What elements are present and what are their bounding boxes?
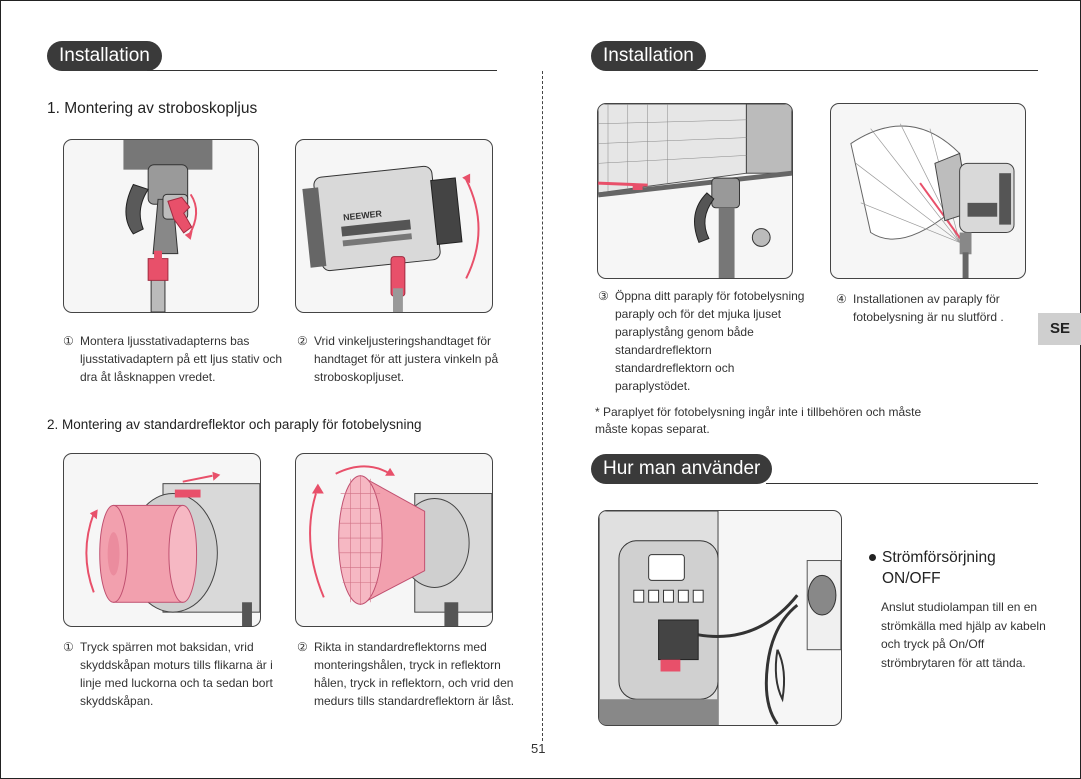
power-title: Strömförsörjning ON/OFF xyxy=(869,547,996,589)
figure-umbrella-complete xyxy=(830,103,1026,279)
step4-caption: ② Rikta in standardreflektorns med monte… xyxy=(297,638,517,710)
power-description: Anslut studiolampan till en en strömkäll… xyxy=(881,600,1046,670)
usage-header-title: Hur man använder xyxy=(591,454,773,484)
left-header-title: Installation xyxy=(47,41,162,71)
language-tab: SE xyxy=(1038,313,1081,345)
step2-text: Vrid vinkeljusteringshandtaget för handt… xyxy=(314,334,499,384)
figure-umbrella-insert xyxy=(597,103,793,279)
power-title-line1: Strömförsörjning xyxy=(882,549,996,566)
step5-caption: ③ Öppna ditt paraply för fotobelysning p… xyxy=(598,287,810,395)
step3-caption: ① Tryck spärren mot baksidan, vrid skydd… xyxy=(63,638,283,710)
section1-title: 1. Montering av stroboskopljus xyxy=(47,100,258,117)
reflector-illustration xyxy=(309,465,492,626)
section2-title: 2. Montering av standardreflektor och pa… xyxy=(47,417,422,432)
right-header-title: Installation xyxy=(591,41,706,71)
step5-text: Öppna ditt paraply för fotobelysning par… xyxy=(615,289,805,393)
step3-text: Tryck spärren mot baksidan, vrid skyddsk… xyxy=(80,640,273,708)
left-section-header: Installation xyxy=(47,41,497,73)
step4-number: ② xyxy=(297,640,308,654)
strobe-angle-illustration: NEEWER xyxy=(302,165,480,312)
usage-section-header: Hur man använder xyxy=(591,454,1038,486)
step1-text: Montera ljusstativadapterns bas ljusstat… xyxy=(80,334,283,384)
umbrella-insert-illustration xyxy=(598,104,792,278)
step1-caption: ① Montera ljusstativadapterns bas ljusst… xyxy=(63,332,283,386)
page-number: 51 xyxy=(531,741,546,756)
figure-remove-cap xyxy=(63,453,261,627)
adapter-illustration xyxy=(123,140,213,312)
right-header-rule xyxy=(691,70,1038,71)
figure-angle-adjust: NEEWER xyxy=(295,139,493,313)
figure-power-connection xyxy=(598,510,842,726)
step3-number: ① xyxy=(63,640,74,654)
step1-number: ① xyxy=(63,334,74,348)
power-illustration xyxy=(599,511,841,725)
column-divider xyxy=(542,71,543,741)
step5-number: ③ xyxy=(598,289,609,303)
power-title-line2: ON/OFF xyxy=(882,570,941,587)
remove-cap-illustration xyxy=(85,471,260,626)
step6-text: Installationen av paraply för fotobelysn… xyxy=(853,292,1004,324)
brand-label: NEEWER xyxy=(343,208,383,222)
step6-caption: ④ Installationen av paraply för fotobely… xyxy=(836,290,1031,326)
umbrella-complete-illustration xyxy=(850,123,1015,278)
figure-attach-reflector xyxy=(295,453,493,627)
figure-adapter-mount xyxy=(63,139,259,313)
umbrella-note: * Paraplyet för fotobelysning ingår inte… xyxy=(595,405,922,436)
step6-number: ④ xyxy=(836,292,847,306)
step4-text: Rikta in standardreflektorns med monteri… xyxy=(314,640,515,708)
step2-number: ② xyxy=(297,334,308,348)
bullet-dot xyxy=(869,554,876,561)
usage-header-rule xyxy=(766,483,1038,484)
step2-caption: ② Vrid vinkeljusteringshandtaget för han… xyxy=(297,332,529,386)
right-section-header: Installation xyxy=(591,41,1038,73)
left-header-rule xyxy=(147,70,497,71)
